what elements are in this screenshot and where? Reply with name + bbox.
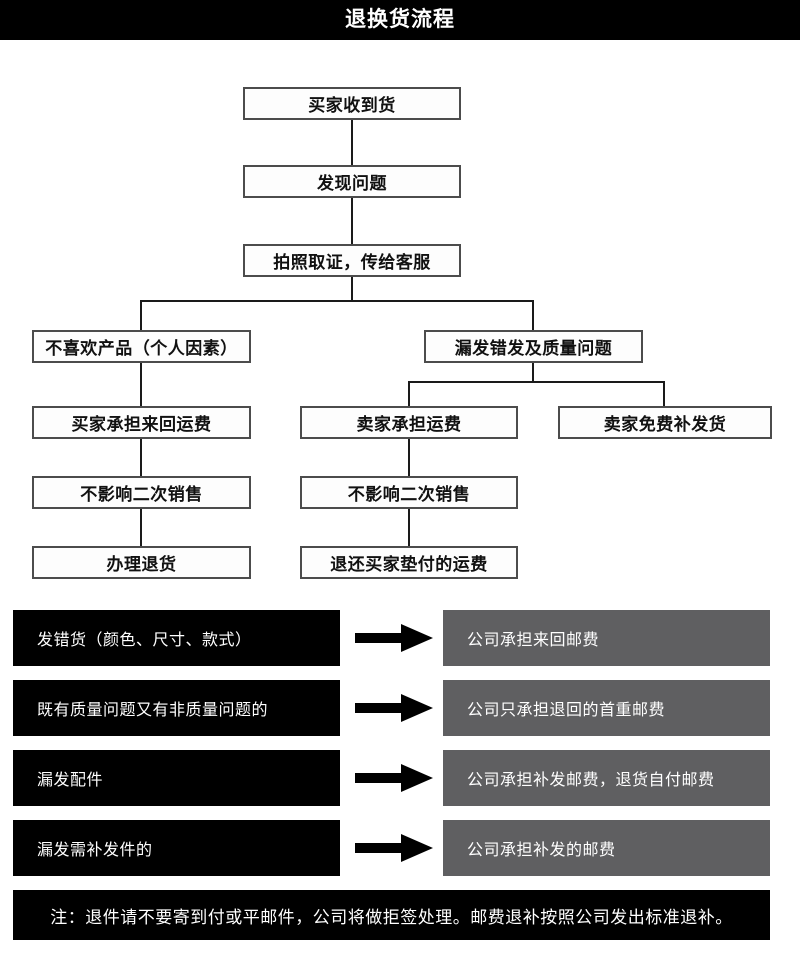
- policy-result: 公司只承担退回的首重邮费: [443, 680, 770, 736]
- connector-n4-n6: [140, 363, 142, 406]
- right-arrow-icon: [355, 764, 433, 792]
- connector-fork2-left-drop: [408, 381, 410, 406]
- connector-n6-n9: [140, 439, 142, 476]
- flow-node-photo-evidence[interactable]: 拍照取证，传给客服: [243, 244, 461, 277]
- connector-fork1-bar: [140, 300, 534, 302]
- connector-n3-stem: [351, 277, 353, 301]
- flow-node-label: 办理退货: [106, 555, 177, 574]
- policy-result: 公司承担补发邮费，退货自付邮费: [443, 750, 770, 806]
- flow-node-label: 不影响二次销售: [80, 485, 203, 504]
- flow-node-label: 发现问题: [317, 174, 387, 193]
- flowchart: 买家收到货 发现问题 拍照取证，传给客服 不喜欢产品（个人因素） 漏发错发及质量…: [32, 87, 772, 579]
- policy-condition: 既有质量问题又有非质量问题的: [13, 680, 340, 736]
- flow-node-label: 买家收到货: [308, 96, 396, 115]
- flow-node-process-return[interactable]: 办理退货: [32, 546, 251, 579]
- connector-n10-n12: [408, 509, 410, 546]
- connector-fork1-right-drop: [532, 300, 534, 330]
- flow-node-refund-prepaid-shipping[interactable]: 退还买家垫付的运费: [300, 546, 518, 579]
- right-arrow-icon: [355, 694, 433, 722]
- policy-row: 漏发配件 公司承担补发邮费，退货自付邮费: [0, 750, 800, 806]
- flow-node-dislike-product[interactable]: 不喜欢产品（个人因素）: [32, 330, 251, 363]
- connector-n5-stem: [532, 363, 534, 382]
- flow-node-label: 不喜欢产品（个人因素）: [45, 339, 238, 358]
- right-arrow-icon: [355, 624, 433, 652]
- flow-node-no-resale-impact-left[interactable]: 不影响二次销售: [32, 476, 251, 509]
- policy-condition: 发错货（颜色、尺寸、款式）: [13, 610, 340, 666]
- connector-fork2-right-drop: [663, 381, 665, 406]
- policy-condition: 漏发需补发件的: [13, 820, 340, 876]
- policy-result: 公司承担补发的邮费: [443, 820, 770, 876]
- policy-row: 发错货（颜色、尺寸、款式） 公司承担来回邮费: [0, 610, 800, 666]
- flow-node-found-problem[interactable]: 发现问题: [243, 165, 461, 198]
- connector-fork2-bar: [408, 381, 665, 383]
- flow-node-label: 退还买家垫付的运费: [330, 555, 488, 574]
- connector-n2-n3: [351, 198, 353, 244]
- right-arrow-icon: [355, 834, 433, 862]
- policy-condition: 漏发配件: [13, 750, 340, 806]
- flow-node-label: 拍照取证，传给客服: [273, 253, 431, 272]
- policy-row: 漏发需补发件的 公司承担补发的邮费: [0, 820, 800, 876]
- flow-node-seller-pays-shipping[interactable]: 卖家承担运费: [300, 406, 518, 439]
- flow-node-label: 卖家免费补发货: [603, 415, 727, 434]
- page-title: 退换货流程: [345, 8, 455, 31]
- flow-node-buyer-received[interactable]: 买家收到货: [243, 87, 461, 120]
- policy-row: 既有质量问题又有非质量问题的 公司只承担退回的首重邮费: [0, 680, 800, 736]
- connector-n7-n10: [408, 439, 410, 476]
- flow-node-label: 买家承担来回运费: [71, 415, 212, 434]
- flow-node-missing-wrong-quality[interactable]: 漏发错发及质量问题: [424, 330, 643, 363]
- connector-n9-n11: [140, 509, 142, 546]
- flow-node-label: 漏发错发及质量问题: [454, 339, 613, 358]
- connector-n1-n2: [351, 120, 353, 165]
- flow-node-seller-free-reship[interactable]: 卖家免费补发货: [558, 406, 772, 439]
- flow-node-label: 卖家承担运费: [356, 415, 462, 434]
- title-banner: 退换货流程: [0, 0, 800, 40]
- flow-node-label: 不影响二次销售: [347, 485, 471, 504]
- note-bar: 注：退件请不要寄到付或平邮件，公司将做拒签处理。邮费退补按照公司发出标准退补。: [13, 890, 770, 940]
- policy-result: 公司承担来回邮费: [443, 610, 770, 666]
- flow-node-buyer-pays-shipping[interactable]: 买家承担来回运费: [32, 406, 251, 439]
- flow-node-no-resale-impact-middle[interactable]: 不影响二次销售: [300, 476, 518, 509]
- connector-fork1-left-drop: [140, 300, 142, 330]
